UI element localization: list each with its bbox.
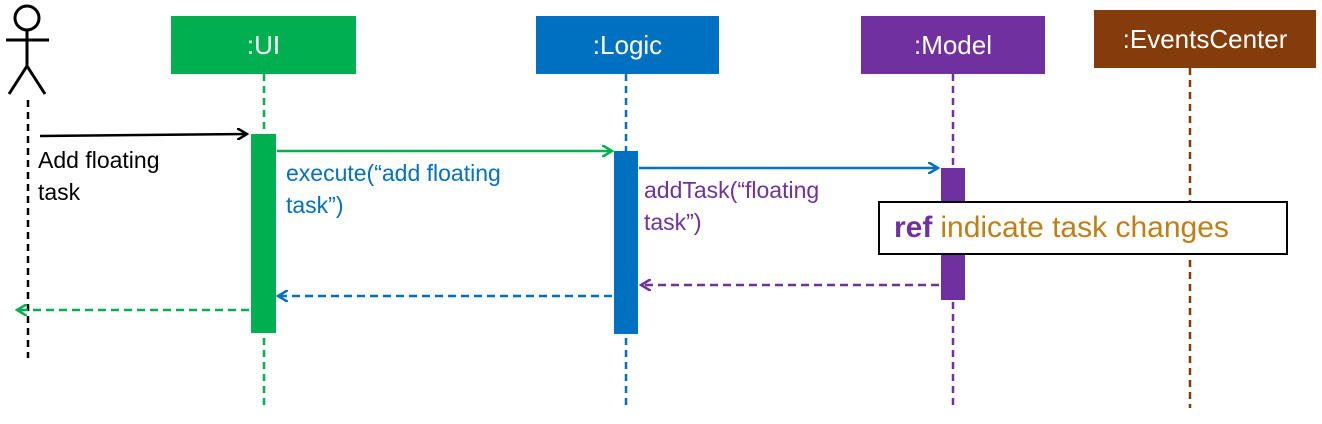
participant-ui-label: :UI [246,29,281,60]
addtask-call-label-line1: addTask(“floating [644,177,820,203]
ref-text: indicate task changes [940,211,1229,244]
ui-activation-bar [251,134,276,333]
participant-model-label: :Model [913,29,993,60]
user-call-label-line1: Add floating [38,147,160,173]
participant-model: :Model [861,16,1045,74]
participant-logic-label: :Logic [592,29,663,60]
execute-call-label-line2: task”) [286,192,344,218]
addtask-call-label-line2: task”) [644,209,702,235]
participant-ui: :UI [171,16,356,74]
participant-eventscenter-label: :EventsCenter [1122,23,1288,54]
user-call-label-line2: task [38,179,81,205]
addtask-call-label: addTask(“floating task”) [644,174,819,238]
execute-call-label: execute(“add floating task”) [286,157,501,221]
user-call-arrow [39,134,247,136]
ref-keyword: ref [894,211,933,244]
actor-icon [6,4,49,95]
user-call-label: Add floating task [38,144,159,208]
logic-activation-bar [614,151,638,334]
execute-call-label-line1: execute(“add floating [286,160,501,186]
participant-eventscenter: :EventsCenter [1094,10,1316,68]
ref-fragment-box: ref indicate task changes [878,201,1288,255]
participant-logic: :Logic [536,16,719,74]
